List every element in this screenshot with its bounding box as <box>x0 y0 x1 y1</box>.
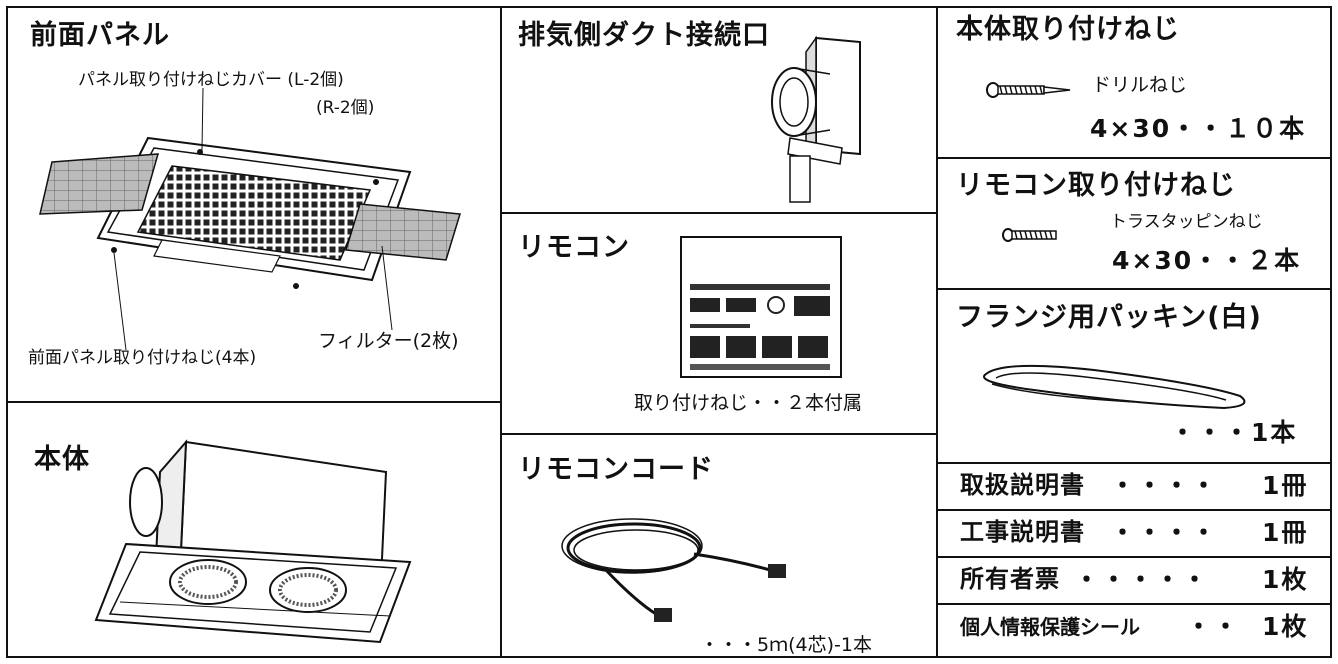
packing-quantity: ・・・1本 <box>1170 418 1298 447</box>
cover-screw-label-r: (R-2個) <box>316 98 375 118</box>
remote-title: リモコン <box>518 232 630 263</box>
front-panel-screw-label: 前面パネル取り付けねじ(4本) <box>28 348 257 368</box>
cover-screw-label: パネル取り付けねじカバー (L-2個) <box>78 70 344 90</box>
remote-screw-title: リモコン取り付けねじ <box>956 170 1236 201</box>
doc-install-name: 工事説明書 <box>960 518 1085 546</box>
divider-right-row-2 <box>937 288 1332 290</box>
divider-right-row-5 <box>937 556 1332 558</box>
cord-quantity: ・・・5ｍ(4芯)-1本 <box>700 634 872 656</box>
truss-tapping-screw-icon <box>1002 228 1057 242</box>
remote-controller-illustration <box>680 236 842 378</box>
filter-label: フィルター(2枚) <box>318 330 459 352</box>
doc-privacy-dots: ・・ <box>1186 612 1241 641</box>
body-screw-type: ドリルねじ <box>1092 74 1188 96</box>
remote-note: 取り付けねじ・・２本付属 <box>634 392 863 414</box>
doc-install-dots: ・・・・ <box>1110 518 1219 547</box>
doc-manual-dots: ・・・・ <box>1110 471 1219 500</box>
divider-left-row <box>6 401 501 403</box>
doc-manual-name: 取扱説明書 <box>960 471 1085 499</box>
cord-title: リモコンコード <box>518 454 714 485</box>
doc-privacy-name: 個人情報保護シール <box>960 615 1140 639</box>
duct-title: 排気側ダクト接続口 <box>518 20 770 51</box>
body-title: 本体 <box>34 444 90 475</box>
doc-owner-dots: ・・・・・ <box>1074 565 1210 594</box>
divider-right-row-6 <box>937 603 1332 605</box>
packing-title: フランジ用パッキン(白) <box>956 302 1262 333</box>
divider-right-row-1 <box>937 157 1332 159</box>
front-panel-title: 前面パネル <box>30 20 170 51</box>
divider-right-row-4 <box>937 509 1332 511</box>
divider-right-row-3 <box>937 462 1332 464</box>
doc-owner-name: 所有者票 <box>960 565 1060 593</box>
duct-connector-illustration <box>771 35 861 203</box>
front-panel-illustration <box>39 87 461 351</box>
doc-manual-qty: 1冊 <box>1262 471 1309 500</box>
doc-privacy-qty: 1枚 <box>1262 612 1309 641</box>
accessories-table <box>6 6 1332 658</box>
drill-screw-icon <box>986 82 1071 98</box>
divider-col-2 <box>936 6 938 658</box>
main-unit-illustration <box>94 439 412 644</box>
flange-packing-illustration <box>983 364 1246 410</box>
body-screw-quantity: 4×30・・１０本 <box>1090 114 1307 143</box>
body-screw-title: 本体取り付けねじ <box>956 14 1180 45</box>
doc-owner-qty: 1枚 <box>1262 565 1309 594</box>
remote-screw-type: トラスタッピンねじ <box>1110 212 1263 232</box>
remote-screw-quantity: 4×30・・２本 <box>1112 246 1302 275</box>
remote-cord-illustration <box>561 518 786 622</box>
divider-mid-row-2 <box>501 433 937 435</box>
divider-mid-row-1 <box>501 212 937 214</box>
divider-col-1 <box>500 6 502 658</box>
doc-install-qty: 1冊 <box>1262 518 1309 547</box>
